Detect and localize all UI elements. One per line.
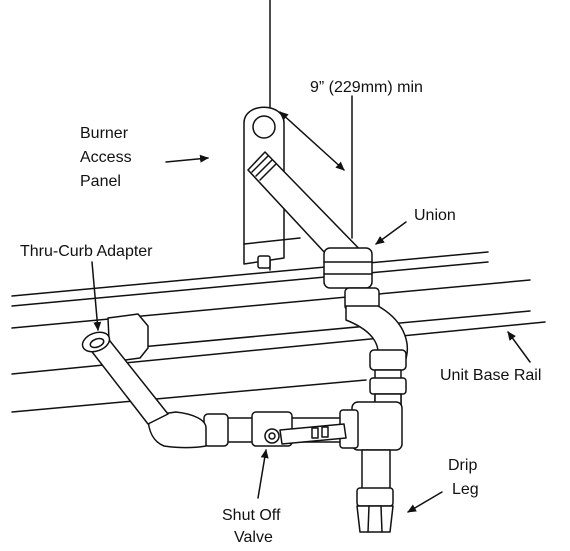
burner-panel-arrow	[165, 154, 209, 163]
drop-coupling-1	[369, 349, 407, 371]
cap-flat-2	[380, 505, 383, 533]
bracket-bolt	[257, 255, 271, 269]
drip-leg-cap	[356, 505, 394, 533]
rail-line-5	[11, 321, 546, 375]
valve-handle-grip-2	[321, 426, 329, 438]
thru-curb-label: Thru-Curb Adapter	[20, 243, 153, 260]
thru-curb-adapter-bore	[89, 337, 105, 349]
drip-leg-label-line1: Drip	[448, 457, 477, 474]
bracket-seam	[243, 237, 301, 245]
lower-left-coupling	[203, 413, 229, 447]
clearance-dimension-arrow	[279, 111, 345, 171]
valve-stem-inner	[268, 432, 276, 440]
drip-leg-cap-coupling	[356, 487, 394, 507]
burner-label-line1: Burner	[80, 125, 129, 142]
rail-line-6	[11, 379, 367, 413]
valve-handle-grip-1	[311, 427, 319, 439]
lower-left-elbow	[147, 411, 207, 449]
drip-leg-pipe	[361, 449, 391, 491]
unit-base-rail-label: Unit Base Rail	[440, 367, 541, 384]
thru-curb-arrow	[91, 261, 102, 331]
shutoff-label-line1: Shut Off	[222, 507, 281, 524]
clearance-label: 9” (229mm) min	[310, 79, 423, 96]
rail-line-3	[11, 279, 531, 329]
pipe-thread-2	[255, 159, 273, 177]
rail-line-1	[11, 251, 489, 297]
cap-flat-1	[367, 505, 370, 533]
burner-label-line2: Access	[80, 149, 132, 166]
drip-leg-arrow	[407, 491, 443, 513]
rail-line-4	[129, 310, 531, 349]
pipe-thread-1	[251, 155, 269, 173]
bracket-bolt-hole	[252, 115, 276, 139]
drip-leg-label-line2: Leg	[452, 481, 479, 498]
union-label: Union	[414, 207, 456, 224]
union-fitting	[323, 247, 373, 289]
burner-label-line3: Panel	[80, 173, 121, 190]
union-arrow	[375, 221, 407, 245]
pipe-thread-3	[259, 163, 277, 181]
base-rail-arrow	[507, 331, 531, 363]
drop-coupling-2	[369, 377, 407, 395]
rail-line-2	[11, 261, 489, 307]
tee-fitting	[351, 401, 403, 451]
shutoff-label-line2: Valve	[234, 529, 273, 546]
shutoff-valve-arrow	[257, 449, 269, 499]
